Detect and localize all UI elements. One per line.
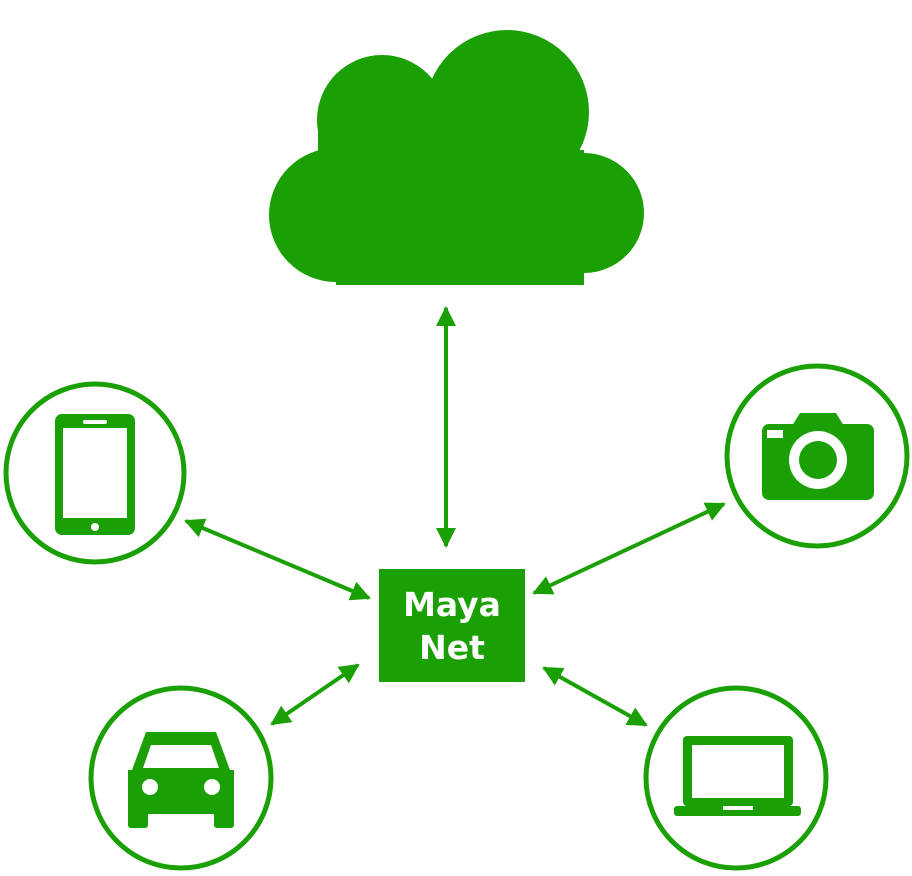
- car-icon: [128, 732, 234, 828]
- laptop-icon: [674, 736, 801, 816]
- laptop-node-ring: [643, 685, 829, 871]
- cloud-icon: [269, 30, 644, 285]
- connection-hub-camera: [532, 502, 726, 595]
- hub-label-line2: Net: [419, 627, 485, 667]
- connection-hub-car: [270, 663, 360, 726]
- tablet-node: [3, 381, 187, 565]
- connection-hub-laptop: [542, 666, 648, 727]
- camera-node-ring: [724, 363, 910, 549]
- car-node-ring: [88, 685, 274, 871]
- connection-hub-tablet: [184, 518, 371, 601]
- laptop-node: [643, 685, 829, 871]
- maya-net-hub: Maya Net: [379, 569, 525, 682]
- connections: [184, 306, 726, 727]
- hub-label-line1: Maya: [403, 584, 501, 624]
- tablet-icon: [55, 414, 135, 535]
- tablet-node-ring: [3, 381, 187, 565]
- car-node: [88, 685, 274, 871]
- camera-node: [724, 363, 910, 549]
- camera-icon: [762, 413, 874, 500]
